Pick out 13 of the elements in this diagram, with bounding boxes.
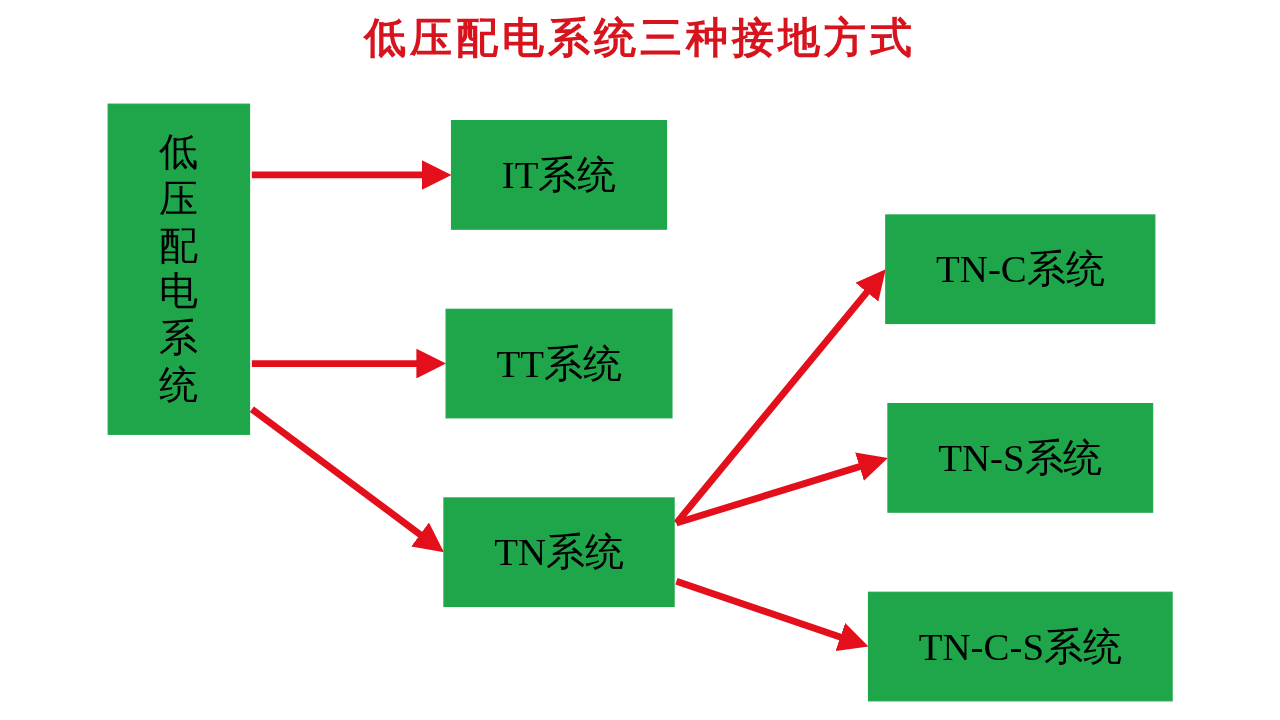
box-label: TN-C系统 [935, 247, 1105, 293]
box-label: TN-S系统 [938, 435, 1103, 482]
arrow [675, 452, 888, 527]
arrow [675, 578, 869, 652]
box-label: TN系统 [494, 530, 624, 576]
box-label: TT系统 [496, 341, 622, 387]
box-label: IT系统 [501, 152, 617, 199]
arrow [251, 160, 452, 190]
box-label: TN-C-S系统 [918, 624, 1122, 670]
box-label: 低压配电系统 [158, 129, 200, 408]
arrow [249, 406, 444, 553]
diagram-title: 低压配电系统三种接地方式 [364, 14, 916, 63]
arrow [251, 348, 446, 379]
